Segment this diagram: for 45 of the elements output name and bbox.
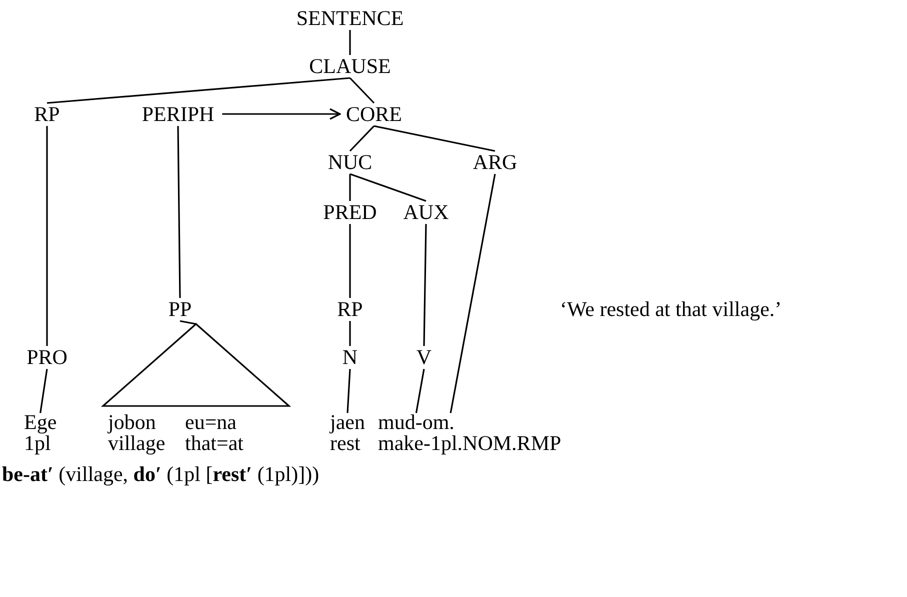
branch-line — [40, 368, 48, 414]
branch-line — [180, 320, 196, 325]
gloss-text: that=at — [185, 433, 244, 454]
branch-line — [349, 174, 351, 201]
triangle-symbol — [102, 323, 290, 407]
branch-line — [350, 173, 426, 202]
category-label: PERIPH — [142, 102, 214, 126]
branch-line — [349, 321, 351, 346]
translation-text: ‘We rested at that village.’ — [560, 297, 782, 322]
branch-line — [374, 125, 496, 152]
arrow — [222, 108, 341, 120]
branch-line — [349, 224, 351, 298]
semantic-representation: be-at′ (village, do′ (1pl [rest′ (1pl)])) — [2, 462, 320, 487]
branch-line — [177, 126, 181, 298]
branch-line — [349, 30, 351, 55]
branch-line — [349, 125, 375, 152]
word: mud-om. — [378, 412, 454, 433]
category-label: PRO — [26, 345, 68, 369]
category-label: ARG — [472, 150, 518, 174]
category-label: SENTENCE — [296, 6, 404, 30]
category-label: CORE — [346, 102, 402, 126]
branch-line — [346, 368, 351, 414]
branch-line — [450, 174, 496, 414]
category-label: CLAUSE — [309, 54, 391, 78]
branch-line — [415, 368, 425, 414]
category-label: RP — [34, 102, 60, 126]
category-label: AUX — [403, 200, 449, 224]
category-label: V — [416, 345, 432, 369]
category-label: PP — [168, 297, 192, 321]
branch-line — [46, 77, 350, 104]
word: jobon — [108, 412, 156, 433]
category-label: N — [342, 345, 358, 369]
category-label: PRED — [323, 200, 377, 224]
branch-line — [423, 224, 427, 346]
category-label: NUC — [328, 150, 372, 174]
gloss-text: village — [108, 433, 166, 454]
word: Ege — [24, 412, 57, 433]
word: eu=na — [185, 412, 236, 433]
gloss-text: 1pl — [24, 433, 51, 454]
branch-line — [46, 126, 48, 346]
category-label: RP — [337, 297, 363, 321]
branch-line — [349, 77, 375, 104]
gloss-text: rest — [330, 433, 360, 454]
word: jaen — [330, 412, 365, 433]
gloss-text: make-1pl.NOM.RMP — [378, 433, 562, 454]
